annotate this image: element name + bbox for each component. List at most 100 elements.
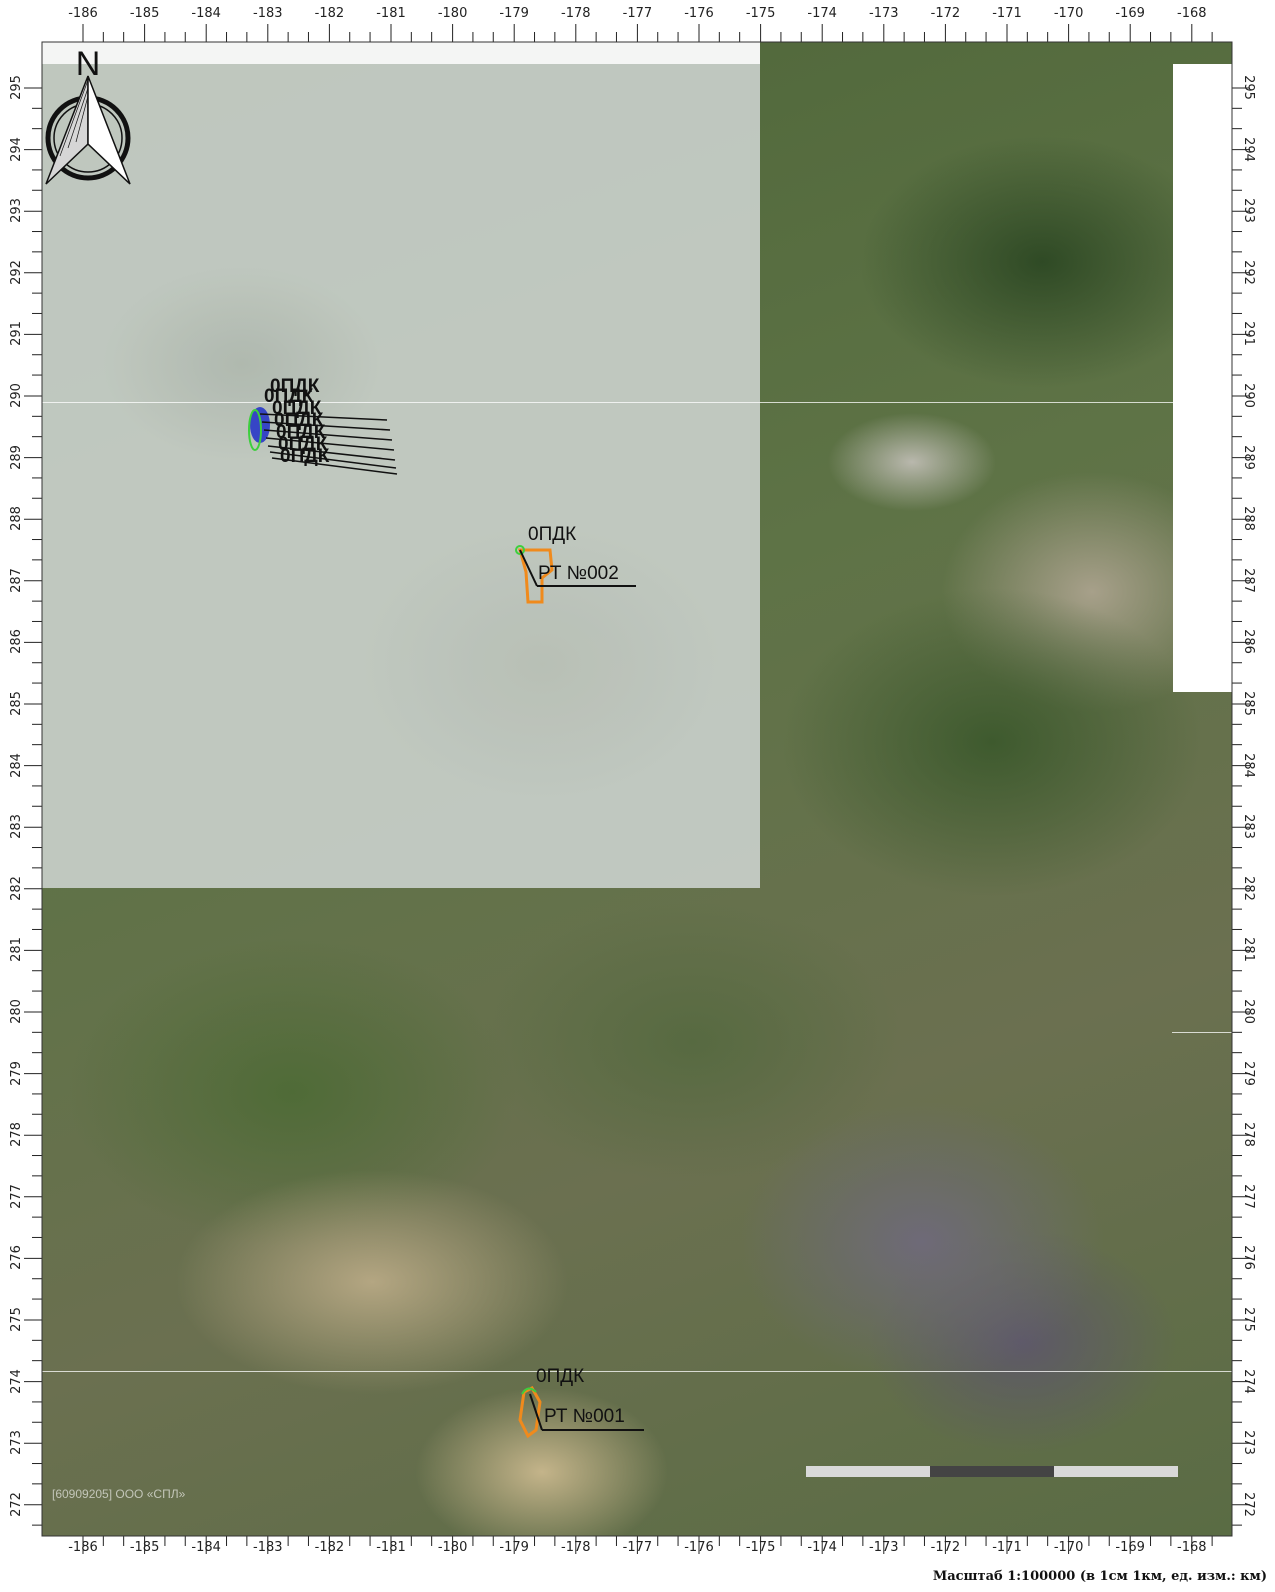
y-tick-label-text: 289 <box>1240 444 1256 470</box>
y-tick-label-text: 286 <box>8 629 24 655</box>
x-tick-label-top: -177 <box>622 6 653 21</box>
y-tick-label-text: 292 <box>8 259 24 285</box>
y-tick-label-left: 278 <box>4 1122 29 1147</box>
north-arrow-left-half <box>45 75 89 185</box>
site-rt-001[interactable]: 0ПДК РТ №001 <box>518 1366 644 1439</box>
y-tick-label-left: 281 <box>4 937 29 962</box>
x-tick-label-bottom: -174 <box>807 1540 837 1555</box>
y-tick-label-text: 291 <box>8 321 24 347</box>
x-tick-label-bottom: -184 <box>191 1540 221 1555</box>
x-tick-label-bottom: -172 <box>930 1540 961 1555</box>
x-tick-label-top: -183 <box>253 6 283 21</box>
cluster-labels: 0ПДК 0ПДК 0ПДК 0ПДК 0ПДК 0ПДК 0ПДК <box>264 376 330 467</box>
scale-bar <box>806 1466 1178 1477</box>
y-tick-label-right: 290 <box>1236 383 1261 408</box>
y-tick-label-right: 280 <box>1236 999 1261 1024</box>
y-tick-label-right: 275 <box>1236 1307 1261 1332</box>
y-tick-label-right: 294 <box>1236 137 1261 162</box>
y-tick-label-text: 285 <box>8 691 24 716</box>
x-tick-label-top: -172 <box>930 6 961 21</box>
y-tick-label-text: 287 <box>8 567 24 593</box>
y-tick-label-text: 273 <box>8 1430 24 1456</box>
x-tick-label-bottom: -180 <box>437 1540 468 1555</box>
x-tick-label-bottom: -173 <box>869 1540 899 1555</box>
y-tick-label-left: 286 <box>4 629 29 654</box>
y-tick-label-left: 292 <box>4 260 29 285</box>
y-tick-label-text: 276 <box>1240 1245 1256 1271</box>
y-tick-label-text: 289 <box>8 444 24 470</box>
y-tick-label-left: 287 <box>4 568 29 593</box>
scale-caption: Масштаб 1:100000 (в 1см 1км, ед. изм.: к… <box>932 1569 1267 1584</box>
y-tick-label-left: 291 <box>4 321 29 346</box>
y-tick-label-text: 283 <box>1240 814 1256 840</box>
y-tick-label-right: 289 <box>1236 445 1261 470</box>
x-tick-label-top: -186 <box>68 6 98 21</box>
y-tick-label-right: 282 <box>1236 876 1261 901</box>
x-tick-label-bottom: -185 <box>129 1540 160 1555</box>
map-overlay: 0ПДК 0ПДК 0ПДК 0ПДК 0ПДК 0ПДК 0ПДК 0ПДК … <box>45 45 644 1501</box>
y-tick-label-text: 293 <box>8 198 24 224</box>
y-tick-label-text: 278 <box>1240 1122 1256 1148</box>
x-tick-label-top: -170 <box>1053 6 1084 21</box>
site-002-name: 0ПДК <box>528 524 576 545</box>
x-tick-label-bottom: -179 <box>499 1540 529 1555</box>
y-tick-label-left: 283 <box>4 814 29 839</box>
north-arrow-label: N <box>76 45 101 83</box>
imagery-watermark: [60909205] ООО «СПЛ» <box>52 1487 186 1501</box>
y-tick-label-text: 284 <box>8 752 24 778</box>
y-tick-label-right: 279 <box>1236 1061 1261 1086</box>
site-001-id: РТ №001 <box>544 1406 625 1427</box>
x-tick-label-bottom: -182 <box>314 1540 345 1555</box>
y-tick-label-right: 284 <box>1236 753 1261 778</box>
y-tick-label-text: 281 <box>1240 937 1256 963</box>
y-tick-label-text: 276 <box>8 1245 24 1271</box>
x-tick-label-top: -180 <box>437 6 468 21</box>
y-tick-label-text: 293 <box>1240 198 1256 224</box>
x-tick-label-top: -169 <box>1115 6 1145 21</box>
y-tick-label-right: 278 <box>1236 1122 1261 1147</box>
site-rt-002[interactable]: 0ПДК РТ №002 <box>515 524 636 604</box>
x-tick-label-bottom: -177 <box>622 1540 653 1555</box>
x-tick-label-bottom: -169 <box>1115 1540 1145 1555</box>
x-tick-label-top: -173 <box>869 6 899 21</box>
y-tick-label-left: 290 <box>4 383 29 408</box>
y-tick-label-text: 272 <box>8 1491 24 1517</box>
y-tick-label-text: 279 <box>8 1060 24 1086</box>
y-tick-label-right: 293 <box>1236 198 1261 223</box>
x-tick-label-top: -175 <box>745 6 776 21</box>
map-frame[interactable]: 0ПДК 0ПДК 0ПДК 0ПДК 0ПДК 0ПДК 0ПДК 0ПДК … <box>42 42 1232 1536</box>
x-tick-label-top: -182 <box>314 6 345 21</box>
point-cluster[interactable]: 0ПДК 0ПДК 0ПДК 0ПДК 0ПДК 0ПДК 0ПДК <box>248 376 398 475</box>
y-tick-label-right: 286 <box>1236 629 1261 654</box>
y-tick-label-left: 280 <box>4 999 29 1024</box>
y-tick-label-right: 276 <box>1236 1245 1261 1270</box>
north-arrow-right-half <box>87 75 131 185</box>
y-tick-label-text: 281 <box>8 937 24 963</box>
x-tick-label-bottom: -181 <box>376 1540 406 1555</box>
y-tick-label-text: 286 <box>1240 629 1256 655</box>
x-tick-label-top: -174 <box>807 6 837 21</box>
y-tick-label-text: 274 <box>8 1368 24 1394</box>
y-tick-label-text: 282 <box>8 875 24 901</box>
y-tick-label-left: 294 <box>4 137 29 162</box>
y-tick-label-text: 291 <box>1240 321 1256 347</box>
y-tick-label-right: 283 <box>1236 814 1261 839</box>
y-tick-label-right: 272 <box>1236 1492 1261 1517</box>
y-tick-label-right: 288 <box>1236 506 1261 531</box>
x-tick-label-top: -176 <box>684 6 714 21</box>
y-tick-label-text: 275 <box>8 1307 24 1332</box>
scale-bar-segment <box>806 1466 930 1477</box>
y-tick-label-text: 284 <box>1240 752 1256 778</box>
y-tick-label-text: 277 <box>8 1183 24 1209</box>
y-tick-label-text: 275 <box>1240 1307 1256 1332</box>
y-tick-label-left: 289 <box>4 445 29 470</box>
y-tick-label-text: 277 <box>1240 1183 1256 1209</box>
y-tick-label-text: 288 <box>1240 506 1256 532</box>
x-tick-label-bottom: -183 <box>253 1540 283 1555</box>
y-tick-label-text: 280 <box>1240 999 1256 1024</box>
y-tick-label-left: 273 <box>4 1430 29 1455</box>
y-tick-label-text: 294 <box>8 136 24 162</box>
y-tick-label-text: 295 <box>8 75 24 100</box>
y-tick-label-left: 284 <box>4 753 29 778</box>
cluster-label: 0ПДК <box>280 446 330 467</box>
